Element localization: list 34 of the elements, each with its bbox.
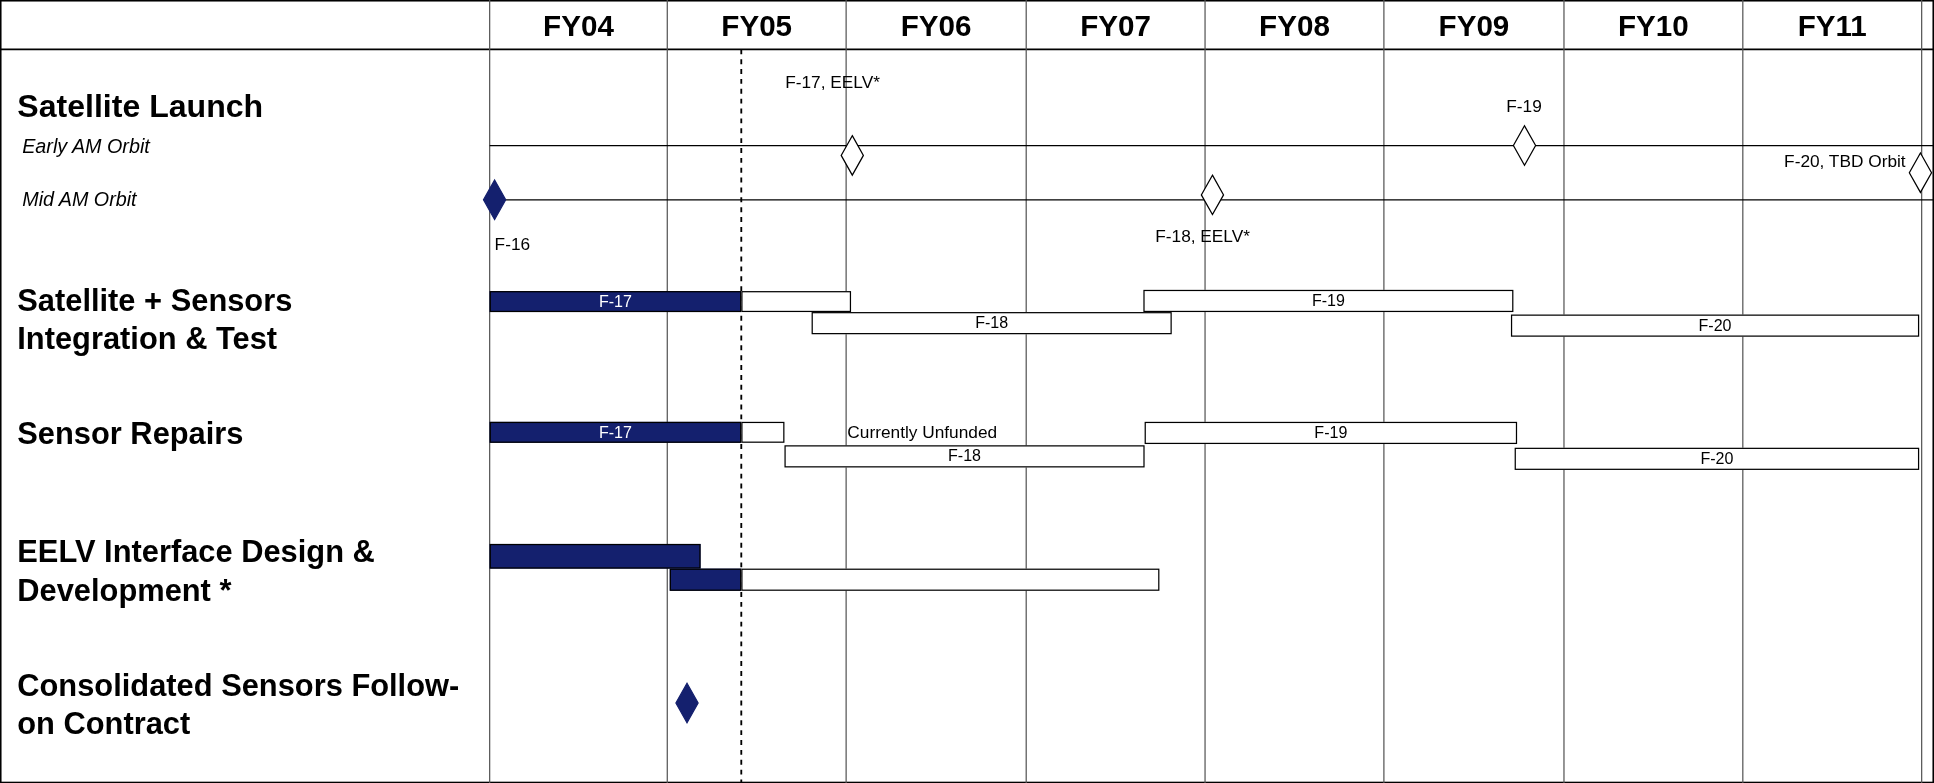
milestone-label: F-19 xyxy=(1505,96,1542,118)
task-bar: F-18 xyxy=(784,445,1145,468)
task-bar xyxy=(741,291,852,313)
year-heading: FY11 xyxy=(1796,7,1868,44)
task-bar xyxy=(741,421,785,443)
task-bar: F-18 xyxy=(811,312,1172,335)
filled-task-bar: F-17 xyxy=(489,291,742,313)
task-bar: F-20 xyxy=(1510,314,1920,337)
milestone-label: F-20, TBD Orbit xyxy=(1783,150,1906,172)
milestone-label: F-16 xyxy=(494,234,532,256)
year-heading: FY08 xyxy=(1258,7,1331,44)
milestone-label: F-17, EELV* xyxy=(784,71,881,93)
filled-task-bar xyxy=(669,568,742,591)
year-heading: FY09 xyxy=(1437,7,1511,44)
year-heading: FY06 xyxy=(899,7,973,44)
row-heading: EELV Interface Design & Development * xyxy=(17,533,376,610)
milestone-label: F-18, EELV* xyxy=(1154,225,1251,247)
task-bar: F-19 xyxy=(1144,421,1518,445)
orbit-label: Mid AM Orbit xyxy=(22,187,138,212)
note-text: Currently Unfunded xyxy=(847,421,999,444)
task-bar: F-20 xyxy=(1514,447,1920,470)
task-bar xyxy=(741,568,1160,591)
filled-task-bar xyxy=(489,543,701,569)
orbit-label: Early AM Orbit xyxy=(22,134,152,159)
year-heading: FY07 xyxy=(1079,7,1152,44)
row-heading: Satellite + Sensors Integration & Test xyxy=(17,281,294,358)
task-bar: F-19 xyxy=(1143,289,1514,313)
row-heading: Satellite Launch xyxy=(17,86,265,127)
row-heading: Sensor Repairs xyxy=(17,414,245,453)
filled-task-bar: F-17 xyxy=(489,421,742,443)
year-heading: FY04 xyxy=(542,7,615,44)
row-heading: Consolidated Sensors Follow-on Contract xyxy=(17,666,461,743)
year-heading: FY10 xyxy=(1617,7,1690,44)
year-heading: FY05 xyxy=(720,7,794,44)
